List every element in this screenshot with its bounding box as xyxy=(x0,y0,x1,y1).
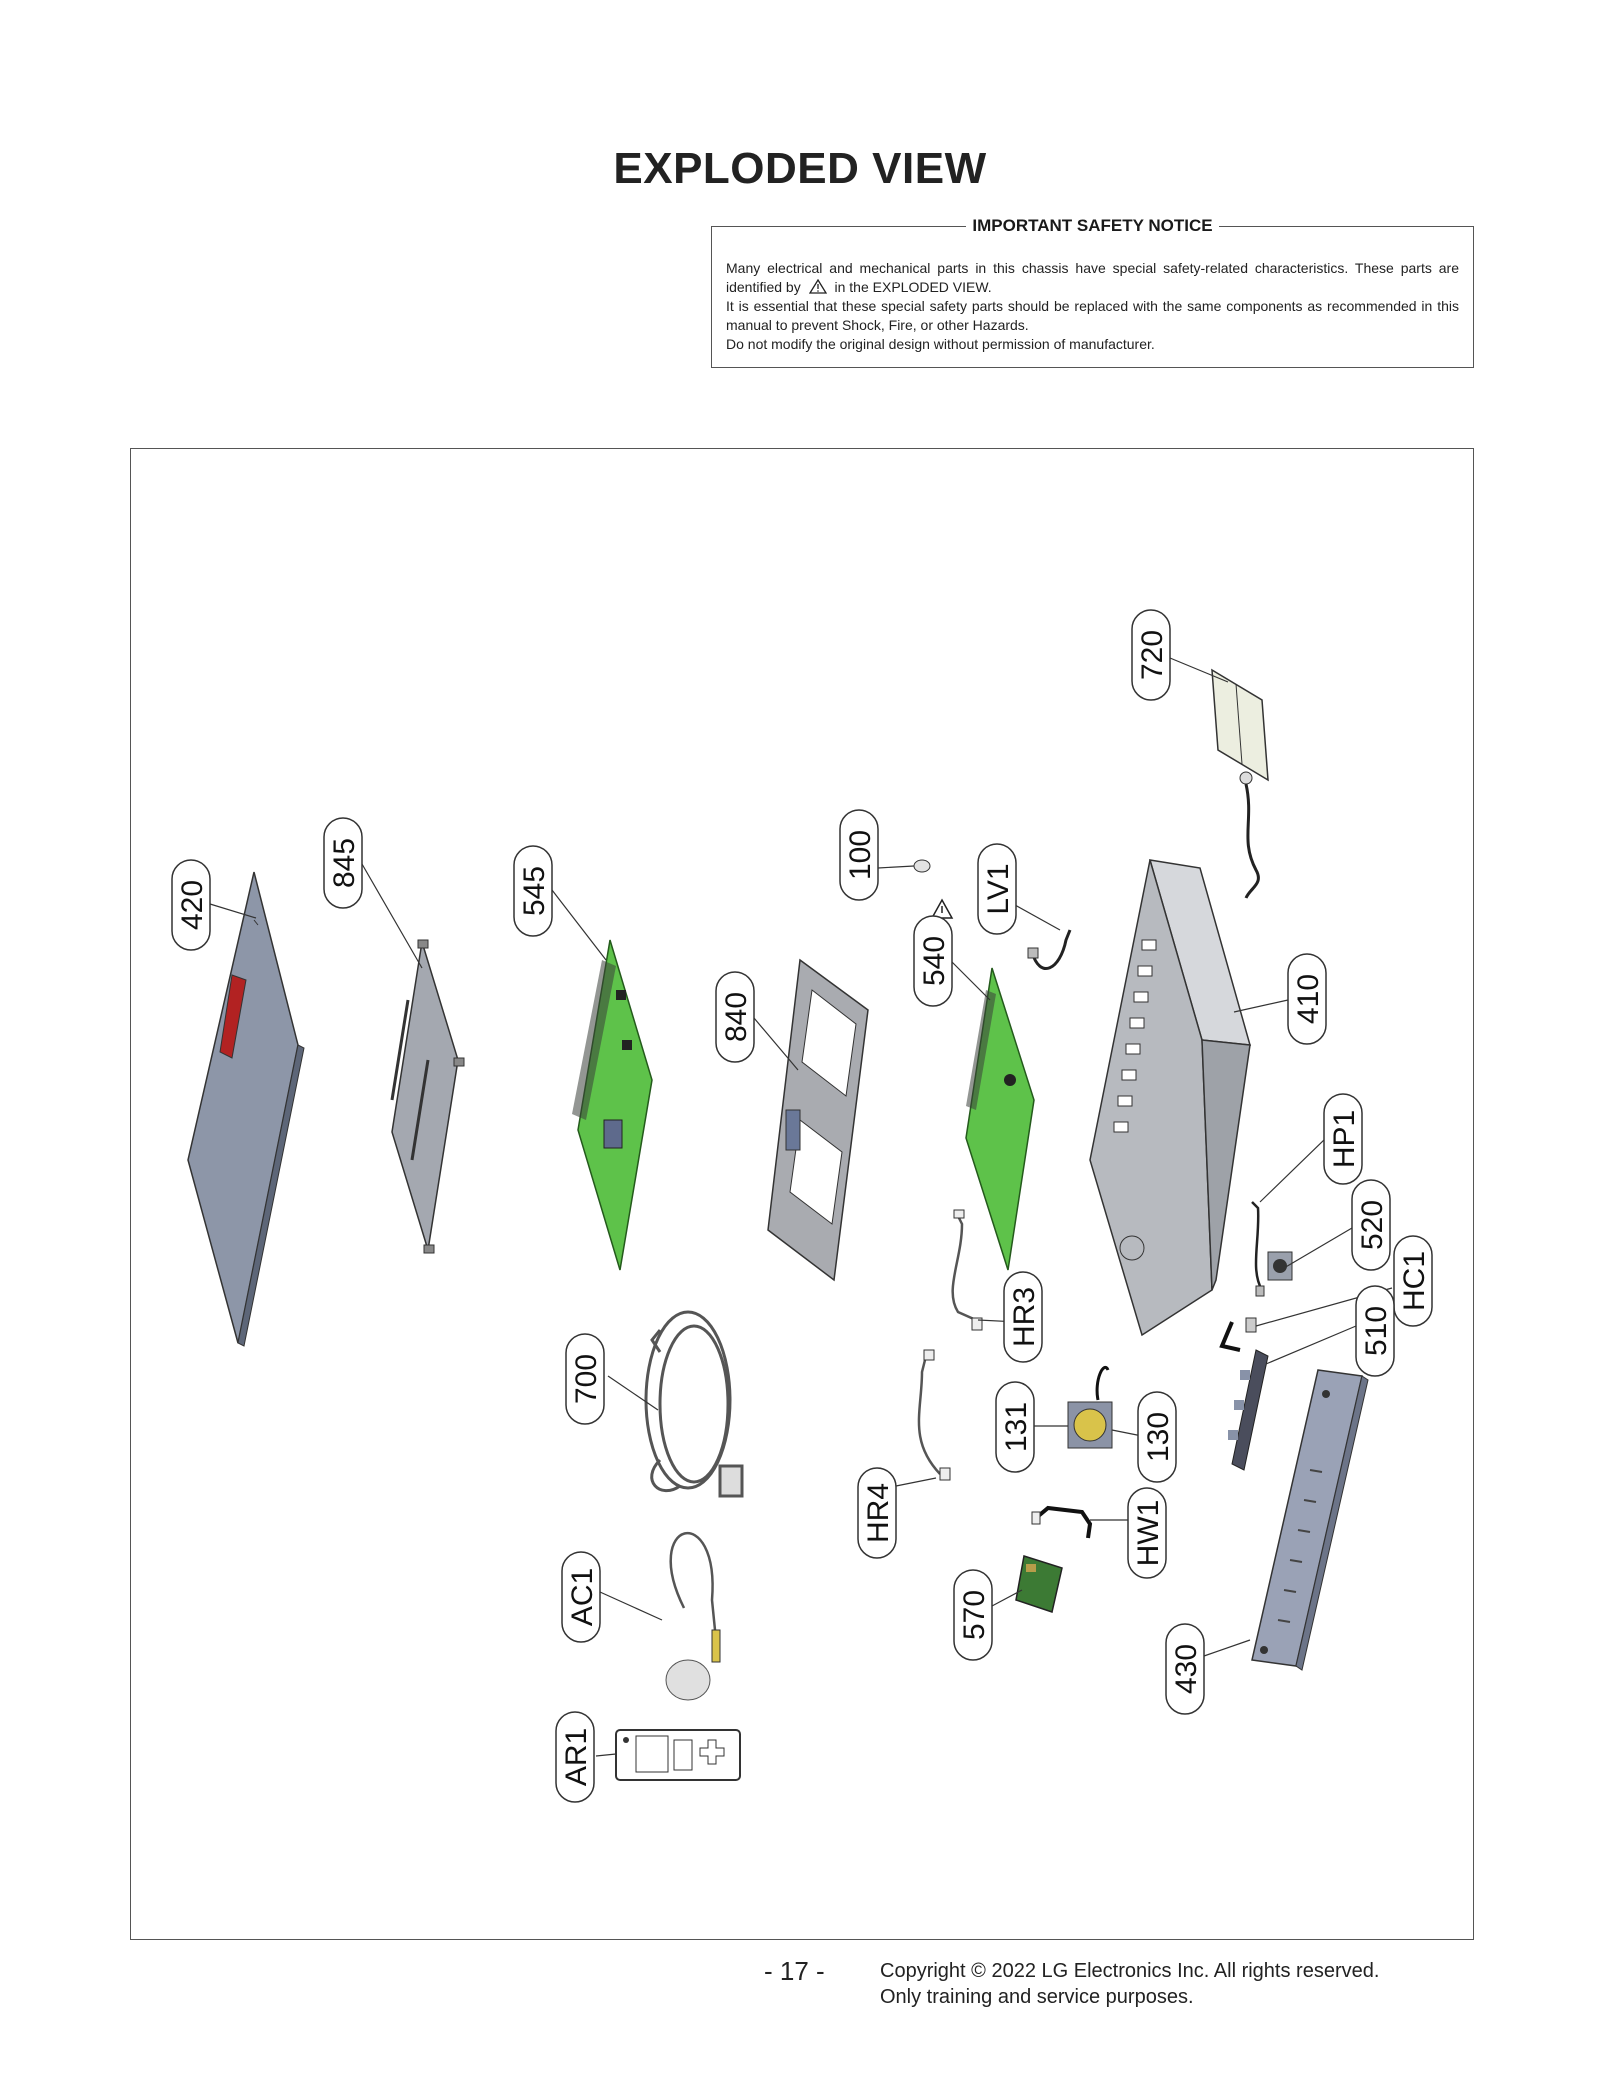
callout-HR3: HR3 xyxy=(1003,1271,1043,1363)
page-title: EXPLODED VIEW xyxy=(613,144,987,193)
callout-100: 100 xyxy=(839,809,879,901)
callout-HP1: HP1 xyxy=(1323,1093,1363,1185)
callout-label-545: 545 xyxy=(518,866,551,916)
power-board-part xyxy=(965,967,1035,1271)
remote-part xyxy=(615,1729,741,1781)
callout-label-hp1: HP1 xyxy=(1328,1110,1361,1168)
safety-notice-line2: It is essential that these special safet… xyxy=(726,298,1459,333)
callout-label-hr4: HR4 xyxy=(862,1483,895,1543)
callout-700: 700 xyxy=(565,1333,605,1425)
ir-sensor-part xyxy=(665,1531,721,1701)
front-panel-part xyxy=(1251,1369,1369,1671)
warning-triangle-icon xyxy=(808,279,827,294)
callout-label-hw1: HW1 xyxy=(1132,1500,1165,1567)
callout-570: 570 xyxy=(953,1569,993,1661)
back-cover-part xyxy=(187,871,305,1347)
copyright-notice: Copyright © 2022 LG Electronics Inc. All… xyxy=(880,1958,1379,2010)
safety-notice-line3: Do not modify the original design withou… xyxy=(726,336,1155,352)
ac-adapter-part xyxy=(1211,668,1269,899)
callout-410: 410 xyxy=(1287,953,1327,1045)
callout-label-lv1: LV1 xyxy=(982,863,1015,914)
exploded-view-frame xyxy=(130,448,1474,1940)
callout-label-hc1: HC1 xyxy=(1398,1251,1431,1311)
callout-label-845: 845 xyxy=(328,838,361,888)
small-board-part xyxy=(1015,1555,1063,1613)
hc1-cable-part xyxy=(1219,1321,1241,1352)
callout-label-410: 410 xyxy=(1292,974,1325,1024)
callout-LV1: LV1 xyxy=(977,843,1017,935)
callout-label-720: 720 xyxy=(1136,630,1169,680)
callout-label-510: 510 xyxy=(1360,1306,1393,1356)
safety-notice-box: IMPORTANT SAFETY NOTICE Many electrical … xyxy=(711,216,1474,368)
callout-545: 545 xyxy=(513,845,553,937)
small-cap-part xyxy=(913,859,931,873)
callout-label-840: 840 xyxy=(720,992,753,1042)
callout-420: 420 xyxy=(171,859,211,951)
callout-520: 520 xyxy=(1351,1179,1391,1271)
callout-720: 720 xyxy=(1131,609,1171,701)
callout-label-ac1: AC1 xyxy=(566,1568,599,1626)
callout-510: 510 xyxy=(1355,1285,1395,1377)
connector-bracket-part xyxy=(1228,1349,1269,1471)
callout-label-540: 540 xyxy=(918,936,951,986)
callout-540: 540 xyxy=(913,915,953,1007)
callout-label-430: 430 xyxy=(1170,1644,1203,1694)
callout-840: 840 xyxy=(715,971,755,1063)
callout-AR1: AR1 xyxy=(555,1711,595,1803)
safety-notice-heading: IMPORTANT SAFETY NOTICE xyxy=(712,216,1473,236)
copyright-line-2: Only training and service purposes. xyxy=(880,1986,1194,2008)
callout-131: 131 xyxy=(995,1381,1035,1473)
copyright-line-1: Copyright © 2022 LG Electronics Inc. All… xyxy=(880,1960,1380,1982)
callout-HR4: HR4 xyxy=(857,1467,897,1559)
callout-label-700: 700 xyxy=(570,1354,603,1404)
callout-label-131: 131 xyxy=(1000,1402,1033,1452)
safety-notice-line1: Many electrical and mechanical parts in … xyxy=(726,260,1459,295)
hp1-cable-part xyxy=(1251,1201,1264,1291)
shield-frame-part xyxy=(767,958,869,1282)
callout-label-570: 570 xyxy=(958,1590,991,1640)
safety-warning-icon xyxy=(930,898,954,919)
callout-label-ar1: AR1 xyxy=(560,1728,593,1786)
callout-label-100: 100 xyxy=(844,830,877,880)
hr4-cable-part xyxy=(917,1355,941,1475)
hw1-cable-part xyxy=(1034,1505,1093,1539)
safety-notice-body: Many electrical and mechanical parts in … xyxy=(726,259,1459,354)
callout-label-420: 420 xyxy=(176,880,209,930)
callout-HC1: HC1 xyxy=(1393,1235,1433,1327)
callout-label-130: 130 xyxy=(1142,1412,1175,1462)
hr3-cable-part xyxy=(951,1215,977,1322)
leader-lines xyxy=(209,657,1393,1757)
callout-label-hr3: HR3 xyxy=(1008,1287,1041,1347)
support-bracket-part xyxy=(390,939,465,1254)
fan-part xyxy=(1067,1366,1113,1449)
callout-AC1: AC1 xyxy=(561,1551,601,1643)
page-number: - 17 - xyxy=(764,1956,825,1986)
lv1-cable-part xyxy=(1030,929,1072,970)
callout-label-520: 520 xyxy=(1356,1200,1389,1250)
main-chassis-part xyxy=(1089,859,1252,1337)
callout-HW1: HW1 xyxy=(1127,1487,1167,1579)
callout-430: 430 xyxy=(1165,1623,1205,1715)
power-cord-part xyxy=(644,1310,744,1498)
main-board-part xyxy=(572,939,653,1271)
callout-130: 130 xyxy=(1137,1391,1177,1483)
callout-845: 845 xyxy=(323,817,363,909)
